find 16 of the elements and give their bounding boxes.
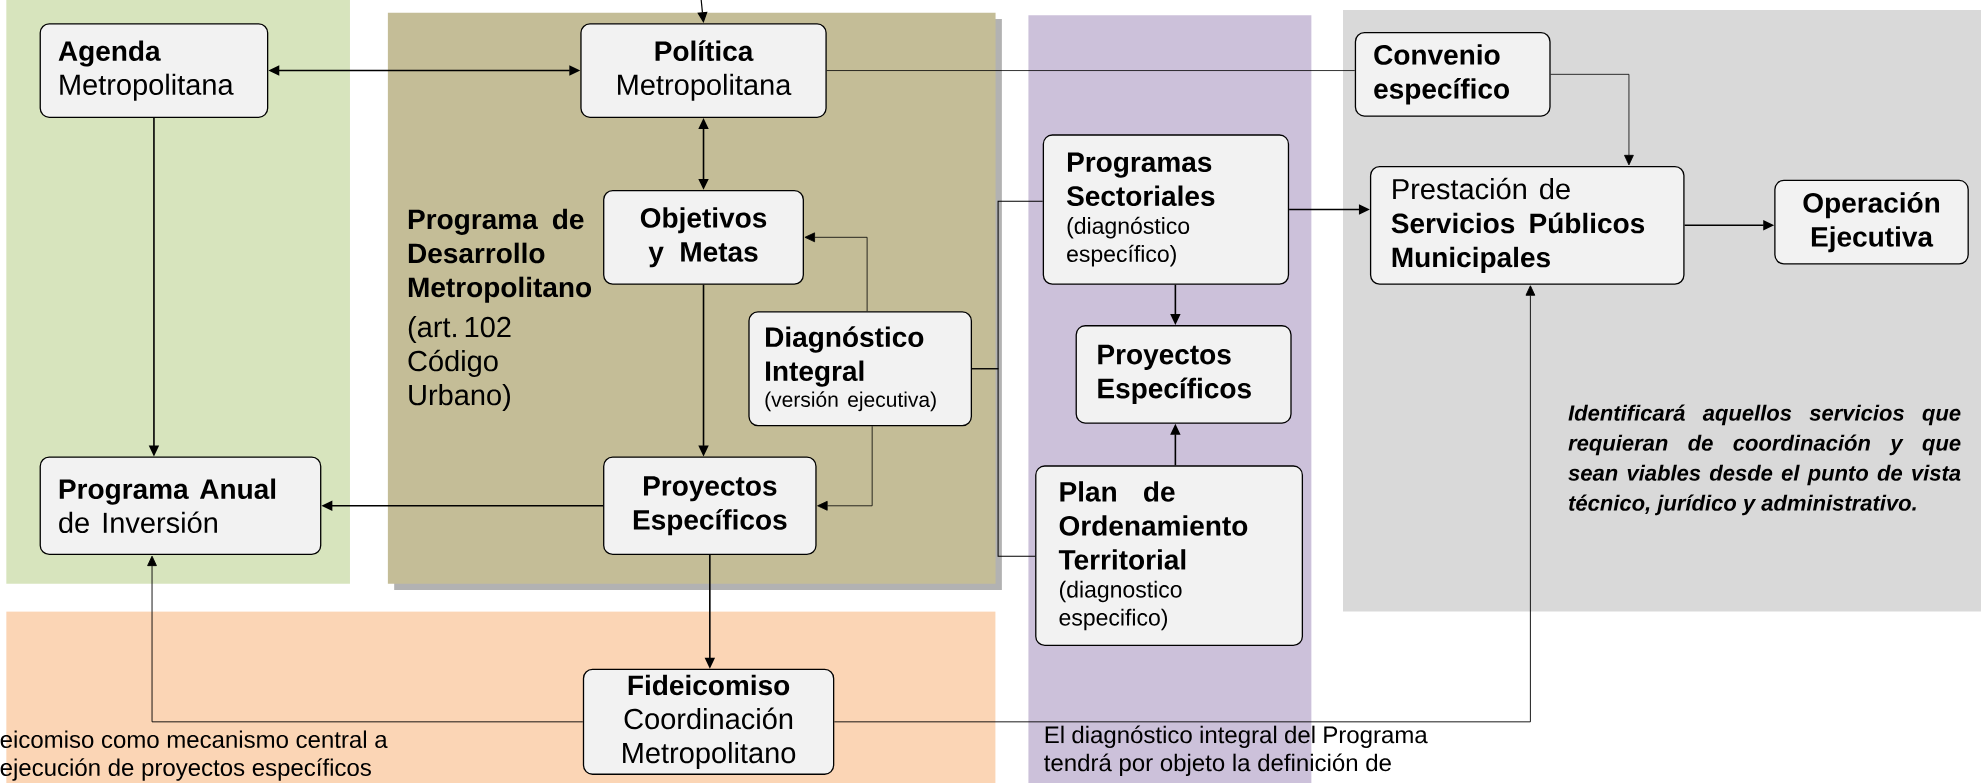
note-text: El diagnóstico integral del Programa tendrá por objeto la definición de — [1044, 725, 1428, 776]
process-box: Proyectos Específicos — [1075, 324, 1292, 424]
arrow — [147, 555, 584, 723]
process-box: Plan de Ordenamiento Territorial (diagnostico especifico) — [1035, 465, 1303, 646]
process-box: Operación Ejecutiva — [1774, 179, 1969, 265]
arrow — [833, 285, 1536, 723]
process-box: Agenda Metropolitana — [39, 23, 269, 118]
process-box: Convenio específico — [1354, 31, 1551, 117]
arrow — [697, 0, 708, 23]
note-text: eicomiso como mecanismo central a ejecución de proyectos específicos — [0, 730, 388, 781]
process-box: Fideicomiso Coordinación Metropolitano — [582, 668, 835, 775]
process-box: Programas Sectoriales (diagnóstico específico) — [1042, 134, 1290, 285]
process-box: Prestación de Servicios Públicos Municipales — [1369, 165, 1685, 285]
note-text: Identificará aquellos servicios que requieran de coordinación y que sean viables desde el punto de vista técnico, jurídico y administrativo. — [1568, 404, 1961, 516]
arrow — [1550, 73, 1634, 166]
process-box: Programa Anual de Inversión — [39, 456, 322, 555]
